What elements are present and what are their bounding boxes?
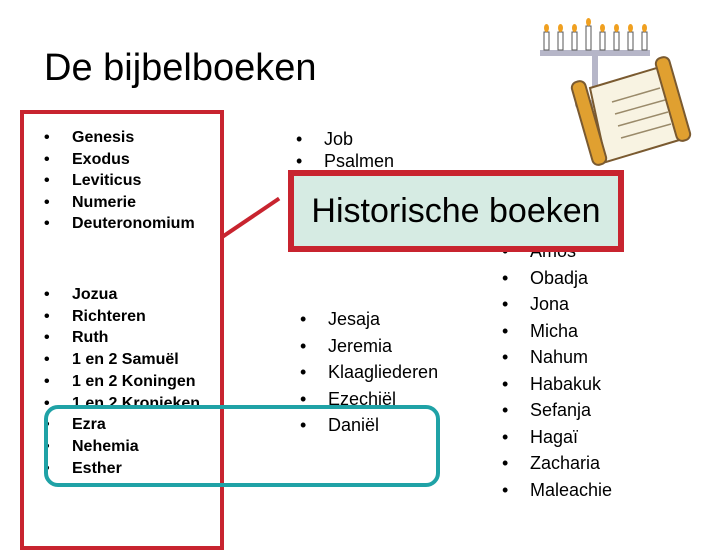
list-item: 1 en 2 Samuël [44,349,200,371]
scroll-icon [570,56,692,166]
list-item: Ezechiël [300,386,438,413]
list-item: Nahum [502,344,612,371]
clipart [540,18,692,166]
highlight-box [44,405,440,487]
list-item: Daniël [300,412,438,439]
list-item: Sefanja [502,397,612,424]
list-item: Hagaï [502,424,612,451]
list-item: Jeremia [300,333,438,360]
list-item: Deuteronomium [44,213,195,235]
callout-label: Historische boeken [311,191,601,230]
menorah-icon [540,18,650,108]
list-item: Jona [502,291,612,318]
list-item: Maleachie [502,477,612,504]
list-item: Habakuk [502,371,612,398]
major-prophets-list: Jesaja Jeremia Klaagliederen Ezechiël Da… [300,306,438,439]
list-item: Leviticus [44,170,195,192]
list-item: Zacharia [502,450,612,477]
pentateuch-list: Genesis Exodus Leviticus Numerie Deutero… [44,127,195,235]
callout-box: Historische boeken [288,170,624,252]
page-title: De bijbelboeken [44,47,317,89]
callout-connector-line [220,196,281,240]
list-item: Richteren [44,306,200,328]
list-item: Klaagliederen [300,359,438,386]
list-item: Jozua [44,284,200,306]
list-item: Psalmen [296,150,394,172]
minor-prophets-list: Amos Obadja Jona Micha Nahum Habakuk Sef… [502,238,612,503]
list-item: Micha [502,318,612,345]
list-item: Numerie [44,192,195,214]
list-item: Jesaja [300,306,438,333]
list-item: 1 en 2 Koningen [44,371,200,393]
list-item: Genesis [44,127,195,149]
list-item: Job [296,128,394,150]
list-item: Ruth [44,327,200,349]
list-item: Exodus [44,149,195,171]
poetic-books-list: Job Psalmen [296,128,394,172]
list-item: Obadja [502,265,612,292]
